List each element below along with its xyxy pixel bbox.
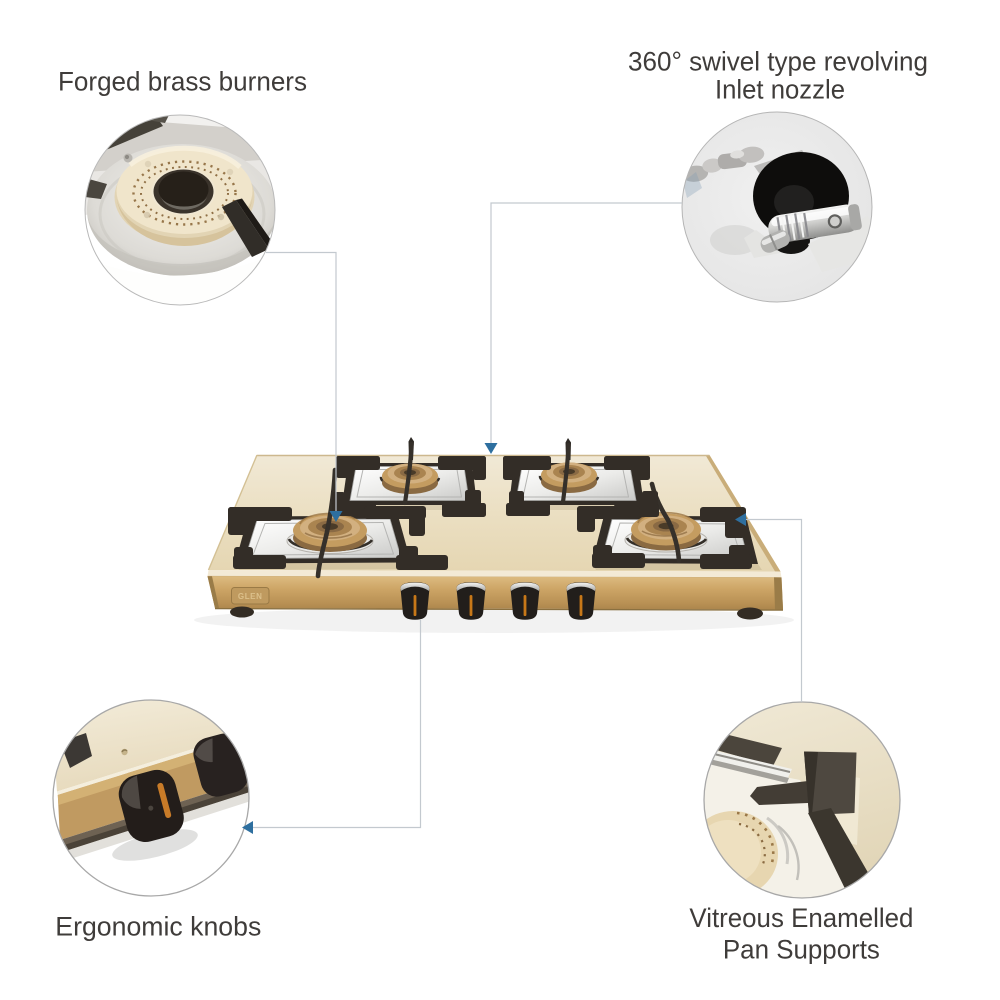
svg-text:GLEN: GLEN	[238, 592, 263, 601]
svg-text:Inlet nozzle: Inlet nozzle	[715, 75, 845, 105]
svg-text:Forged brass burners: Forged brass burners	[58, 67, 307, 97]
svg-text:Pan Supports: Pan Supports	[723, 935, 880, 965]
svg-text:Ergonomic knobs: Ergonomic knobs	[55, 912, 261, 942]
svg-text:360° swivel type revolving: 360° swivel type revolving	[628, 47, 928, 77]
svg-text:Vitreous Enamelled: Vitreous Enamelled	[689, 903, 913, 933]
